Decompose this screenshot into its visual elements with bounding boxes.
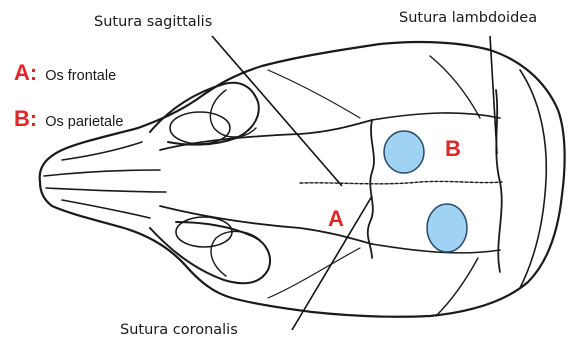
sagittal-leader xyxy=(212,36,342,186)
legend-text-a: Os frontale xyxy=(45,68,116,84)
label-sutura-sagittalis: Sutura sagittalis xyxy=(94,14,212,30)
legend-row-a: A: Os frontale xyxy=(14,60,116,86)
median-suture xyxy=(300,181,502,183)
marker-a: A xyxy=(328,206,344,232)
parietal-spot-upper xyxy=(384,131,424,173)
label-sutura-coronalis: Sutura coronalis xyxy=(120,322,238,338)
parietal-spot-lower xyxy=(427,204,467,252)
legend-row-b: B: Os parietale xyxy=(14,106,123,132)
lower-arch xyxy=(150,222,270,283)
occipital-ridges xyxy=(520,70,546,288)
coronal-suture xyxy=(368,120,374,258)
label-sutura-lambdoidea: Sutura lambdoidea xyxy=(399,10,537,26)
snout-lines xyxy=(44,142,166,218)
orbit-lower xyxy=(176,217,232,247)
skull-outline xyxy=(40,42,565,317)
marker-b: B xyxy=(445,136,461,162)
legend-text-b: Os parietale xyxy=(45,114,123,130)
legend-letter-a: A: xyxy=(14,60,37,86)
legend-letter-b: B: xyxy=(14,106,37,132)
